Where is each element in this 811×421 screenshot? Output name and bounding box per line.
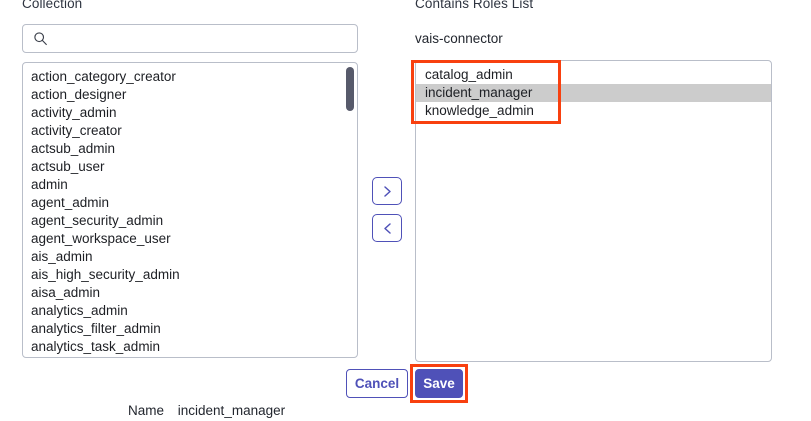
available-roles-scrollbar[interactable]: [344, 64, 356, 356]
selected-role-option[interactable]: catalog_admin: [425, 67, 513, 82]
available-role-option[interactable]: agent_security_admin: [31, 213, 164, 228]
available-role-option[interactable]: actsub_user: [31, 159, 105, 174]
available-role-option[interactable]: analytics_admin: [31, 303, 128, 318]
available-role-option[interactable]: admin: [31, 177, 68, 192]
search-input[interactable]: [55, 25, 349, 52]
name-row: Name incident_manager: [128, 403, 285, 418]
available-role-option[interactable]: aisa_admin: [31, 285, 101, 300]
available-role-option[interactable]: ais_high_security_admin: [31, 267, 180, 282]
available-role-option[interactable]: action_designer: [31, 87, 127, 102]
selected-role-option[interactable]: incident_manager: [416, 84, 771, 102]
scrollbar-thumb[interactable]: [346, 67, 354, 111]
name-label: Name: [128, 403, 165, 418]
search-icon: [34, 32, 47, 46]
available-role-option[interactable]: activity_creator: [31, 123, 122, 138]
available-role-option[interactable]: agent_admin: [31, 195, 110, 210]
available-role-option[interactable]: agent_workspace_user: [31, 231, 171, 246]
name-value: incident_manager: [177, 403, 286, 418]
contains-roles-list-label: Contains Roles List: [415, 0, 534, 11]
save-button[interactable]: Save: [415, 369, 463, 398]
available-role-option[interactable]: analytics_filter_admin: [31, 321, 161, 336]
selected-role-option[interactable]: knowledge_admin: [425, 103, 534, 118]
available-role-option[interactable]: action_category_creator: [31, 69, 176, 84]
available-role-option[interactable]: actsub_admin: [31, 141, 116, 156]
cancel-button[interactable]: Cancel: [346, 369, 408, 398]
available-role-option[interactable]: ais_admin: [31, 249, 93, 264]
move-left-button[interactable]: [372, 214, 402, 242]
available-role-option[interactable]: analytics_task_admin: [31, 339, 161, 354]
chevron-left-icon: [383, 222, 391, 234]
move-right-button[interactable]: [372, 177, 402, 205]
chevron-right-icon: [383, 185, 391, 197]
search-field[interactable]: [22, 24, 358, 53]
connector-name: vais-connector: [415, 31, 503, 46]
available-role-option[interactable]: activity_admin: [31, 105, 117, 120]
available-role-option[interactable]: analytics_viewer: [23, 356, 357, 357]
collection-label: Collection: [22, 0, 83, 11]
